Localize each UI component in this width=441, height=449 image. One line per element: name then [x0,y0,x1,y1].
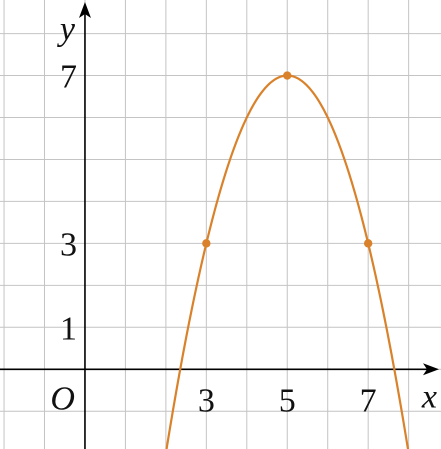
x-tick-label: 7 [360,382,377,419]
marked-points [202,71,373,248]
marked-point [202,239,211,248]
x-tick-label: 5 [279,382,296,419]
y-axis-label: y [57,11,76,48]
y-tick-label: 3 [60,226,77,263]
marked-point [363,239,373,248]
y-tick-label: 7 [60,59,77,96]
origin-label: O [50,380,75,417]
y-axis-arrow-icon [78,2,91,18]
marked-point [283,71,292,80]
x-tick-label: 3 [198,382,215,419]
x-axis-label: x [421,378,437,415]
y-tick-label: 1 [60,310,77,347]
x-axis-arrow-icon [423,363,439,376]
